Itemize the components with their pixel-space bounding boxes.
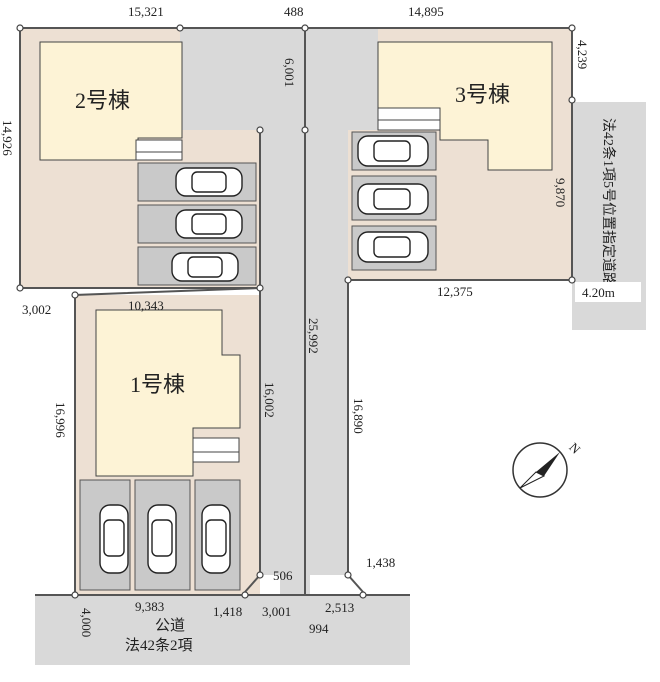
- dim-b1-right: 16,002: [262, 382, 277, 418]
- public-road-label: 公道: [155, 617, 185, 634]
- dim-center-long: 25,992: [306, 318, 321, 354]
- building-3-label: 3号棟: [455, 82, 510, 107]
- dim-bottom-b: 3,001: [262, 604, 291, 619]
- dim-left-lower: 16,996: [53, 402, 68, 438]
- dim-right-lower: 16,890: [351, 398, 366, 434]
- dim-horiz-right: 12,375: [437, 284, 473, 299]
- dim-right-mid: 9,870: [553, 178, 568, 207]
- dim-left-step: 3,002: [22, 302, 51, 317]
- public-road: [35, 595, 410, 665]
- dim-bottom-a: 1,418: [213, 604, 242, 619]
- dim-top-left: 15,321: [128, 4, 164, 19]
- dim-right-top: 4,239: [575, 40, 590, 69]
- car-icon: [99, 135, 429, 574]
- building-2-label: 2号棟: [75, 88, 130, 113]
- dim-bottom-c: 506: [273, 568, 293, 583]
- dim-bottom-e: 2,513: [325, 600, 354, 615]
- building-1-label: 1号棟: [130, 372, 185, 397]
- dim-top-mid: 488: [284, 4, 304, 19]
- private-road: [180, 28, 378, 595]
- dim-bottom-left: 9,383: [135, 599, 164, 614]
- house-1: [95, 309, 241, 477]
- dim-road-width: 4,000: [79, 608, 94, 637]
- dim-b1-top: 10,343: [128, 298, 164, 313]
- public-road-law: 法42条2項: [125, 637, 193, 654]
- designated-road-width: 4.20m: [582, 285, 615, 300]
- dim-left-top: 14,926: [0, 120, 15, 156]
- dim-bottom-f: 1,438: [366, 555, 395, 570]
- designated-road-label: 法42条1項5号位置指定道路: [600, 118, 617, 286]
- dim-mid-vertical: 6,001: [282, 58, 297, 87]
- dim-top-right: 14,895: [408, 4, 444, 19]
- svg-text:N: N: [566, 440, 584, 458]
- dim-bottom-d: 994: [309, 621, 329, 636]
- compass-icon: N: [512, 440, 584, 498]
